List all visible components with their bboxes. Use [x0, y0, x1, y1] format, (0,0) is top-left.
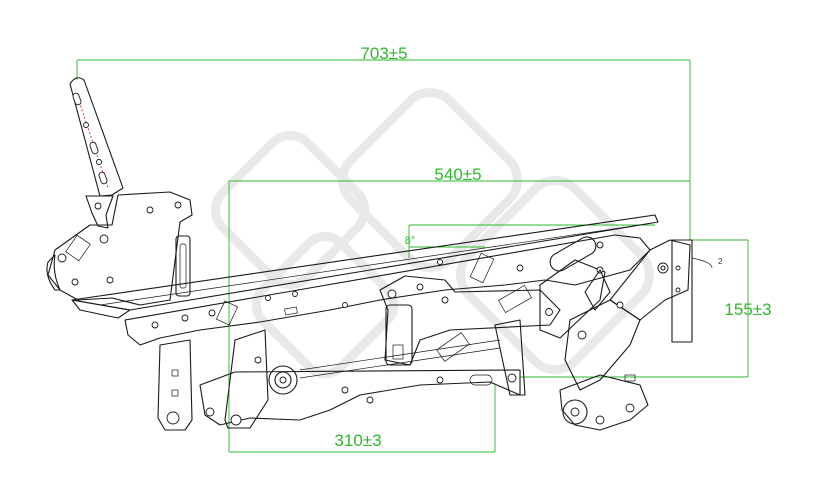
main-body-plate: [124, 234, 651, 346]
angle-label: 8°: [405, 235, 416, 247]
dimension-height: [520, 239, 749, 378]
lower-frame: [157, 319, 526, 431]
left-side-plate: [46, 191, 193, 306]
height-label: 155±3: [724, 300, 771, 319]
dimension-base-width: [229, 385, 496, 453]
seat-width-label: 540±5: [434, 165, 481, 184]
backrest-lever: [69, 77, 124, 244]
dimension-overall-width: [76, 59, 691, 240]
seat-rail: [71, 214, 659, 319]
footrest-linkage: [539, 239, 713, 431]
small-annotation: 2: [718, 257, 723, 266]
dimension-seat-width: [228, 180, 690, 452]
center-linkage: [379, 275, 561, 366]
dimension-angle: [408, 224, 655, 258]
base-width-label: 310±3: [334, 431, 381, 450]
overall-width-label: 703±5: [360, 44, 407, 63]
